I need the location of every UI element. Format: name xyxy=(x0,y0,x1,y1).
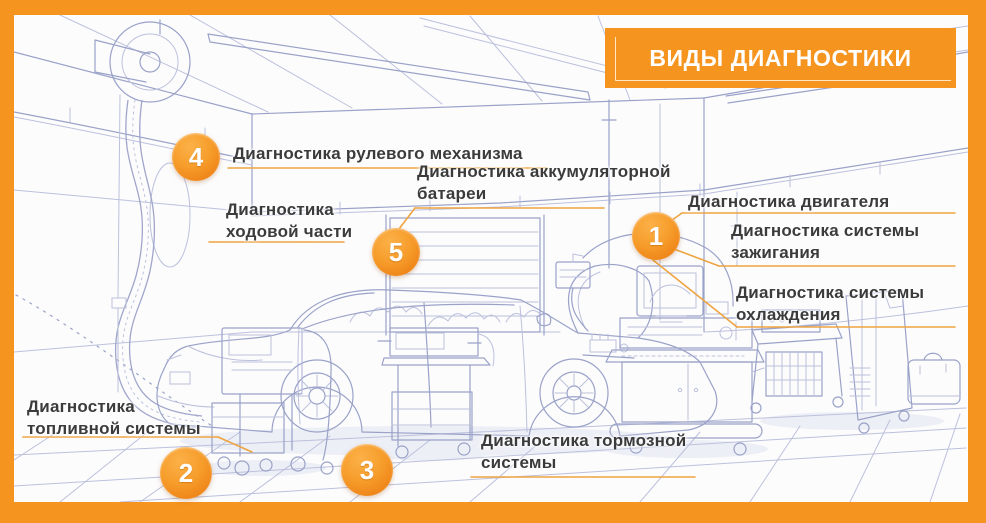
marker-2: 2 xyxy=(160,447,212,499)
marker-5-number: 5 xyxy=(388,236,404,267)
label-chassis-line1: Диагностика xyxy=(226,200,334,219)
label-chassis-line2: ходовой части xyxy=(226,222,353,241)
marker-4: 4 xyxy=(172,133,220,181)
line-battery-to-marker5 xyxy=(398,207,416,230)
line-marker1-to-cooling xyxy=(652,259,738,328)
exhaust-reel-sketch xyxy=(94,19,203,429)
fuel-cart-sketch xyxy=(211,327,334,476)
label-ignition-line1: Диагностика системы xyxy=(731,221,920,240)
marker-1: 1 xyxy=(632,212,680,260)
label-cooling-line1: Диагностика системы xyxy=(736,283,925,302)
title-inner-border xyxy=(615,37,951,81)
label-engine-line1: Диагностика двигателя xyxy=(688,192,890,211)
label-battery: Диагностика аккумуляторной батареи xyxy=(417,161,671,205)
car-sketch xyxy=(156,263,718,437)
marker-1-number: 1 xyxy=(648,220,664,251)
garage-door-sketch xyxy=(349,214,545,336)
marker-3: 3 xyxy=(341,444,393,496)
label-fuel-line2: топливной системы xyxy=(27,419,201,438)
label-fuel-line1: Диагностика xyxy=(27,397,135,416)
label-battery-line2: батареи xyxy=(417,184,487,203)
marker-4-number: 4 xyxy=(188,141,204,172)
marker-2-number: 2 xyxy=(178,457,194,488)
label-fuel: Диагностика топливной системы xyxy=(27,396,201,440)
label-brakes: Диагностика тормозной системы xyxy=(481,430,686,474)
brake-cart-sketch xyxy=(381,327,495,459)
label-brakes-line1: Диагностика тормозной xyxy=(481,431,687,450)
label-chassis: Диагностика ходовой части xyxy=(226,199,352,243)
label-ignition: Диагностика системы зажигания xyxy=(731,220,919,264)
label-ignition-line2: зажигания xyxy=(731,243,821,262)
label-battery-line1: Диагностика аккумуляторной xyxy=(417,162,671,181)
line-fuel-pointer xyxy=(217,436,253,453)
marker-5: 5 xyxy=(372,228,420,276)
label-cooling: Диагностика системы охлаждения xyxy=(736,282,924,326)
marker-3-number: 3 xyxy=(359,454,375,485)
label-cooling-line2: охлаждения xyxy=(736,305,841,324)
label-engine: Диагностика двигателя xyxy=(688,191,889,213)
line-marker1-to-ignition xyxy=(673,248,720,267)
title-banner: ВИДЫ ДИАГНОСТИКИ xyxy=(605,28,956,88)
label-brakes-line2: системы xyxy=(481,453,557,472)
